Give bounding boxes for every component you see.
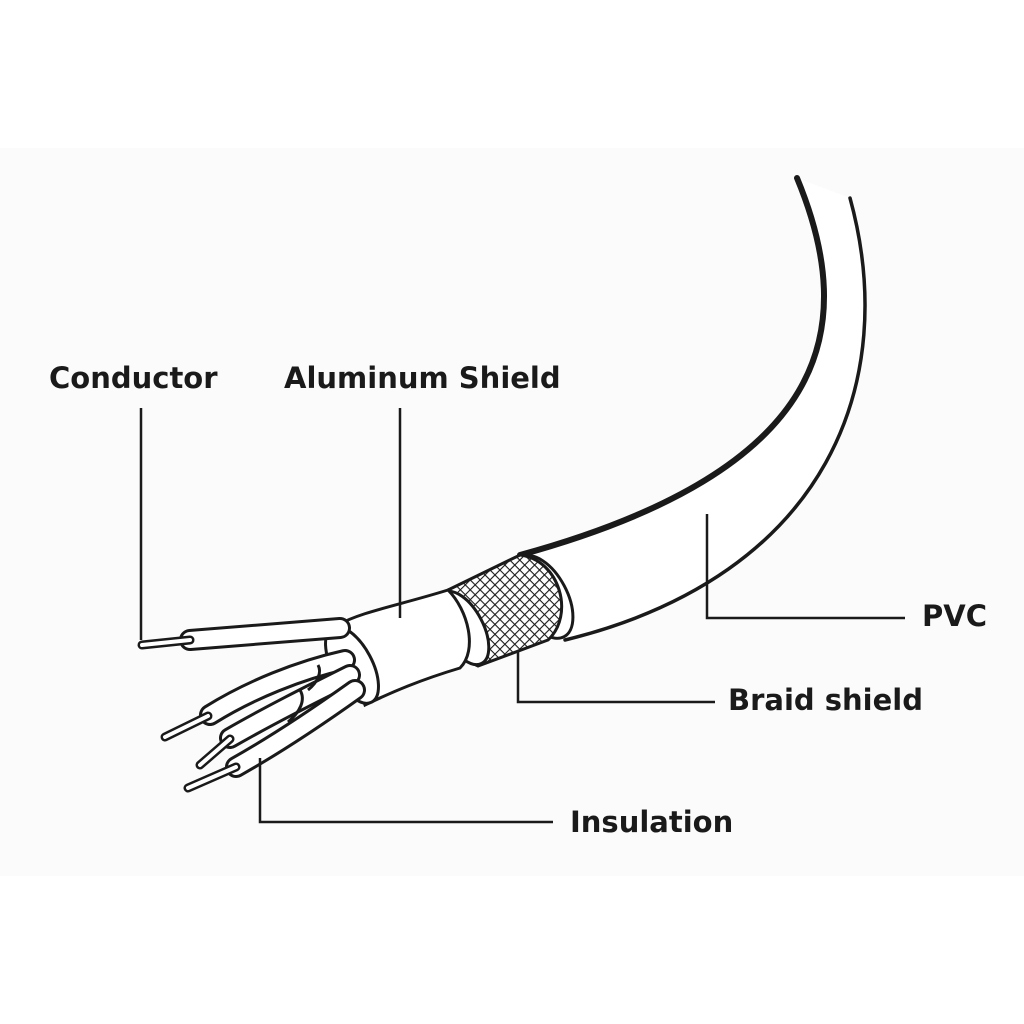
conductors	[137, 635, 241, 793]
insulation-leader	[258, 758, 553, 824]
braid-shield-label: Braid shield	[728, 683, 923, 717]
insulation-label: Insulation	[570, 805, 734, 839]
inner-wires	[179, 617, 366, 778]
pvc-label: PVC	[922, 599, 987, 633]
pvc-leader	[705, 514, 905, 620]
leader-lines	[139, 408, 905, 824]
aluminum-shield-label: Aluminum Shield	[284, 361, 561, 395]
conductor-label: Conductor	[49, 361, 218, 395]
braid-shield-leader	[516, 652, 715, 704]
